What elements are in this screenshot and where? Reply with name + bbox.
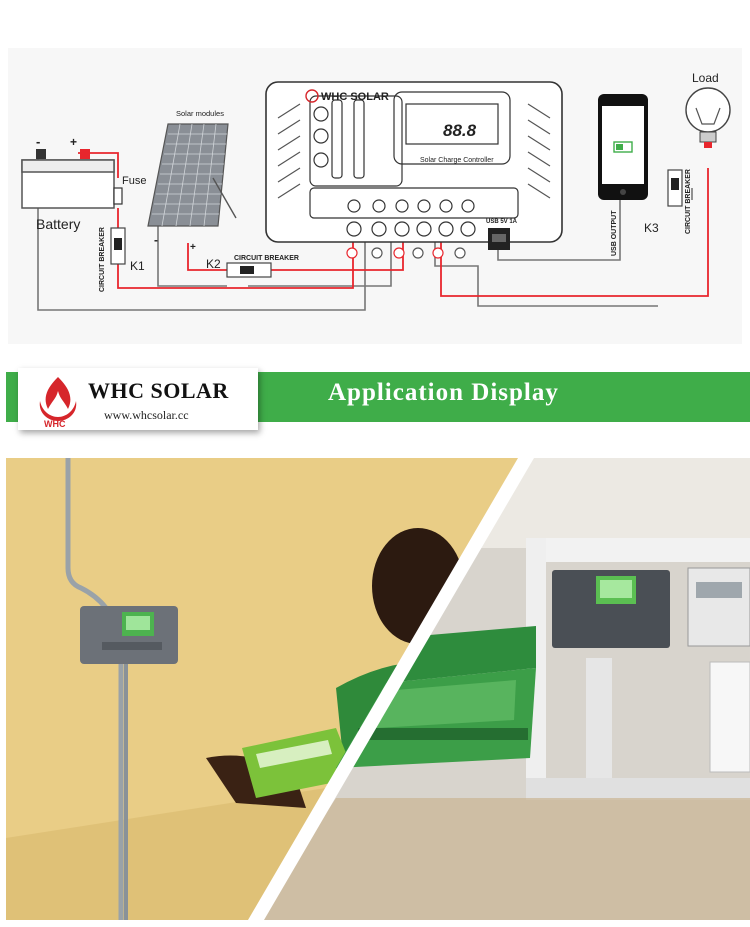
solar-minus-label: - — [154, 233, 158, 247]
usb-output-label: USB OUTPUT — [611, 210, 618, 256]
application-photo-collage — [6, 458, 750, 920]
usb-port-label: USB 5V 1A — [486, 219, 518, 225]
breaker-k1-icon — [110, 227, 126, 265]
controller-caption: Solar Charge Controller — [420, 157, 494, 164]
solar-panel-icon — [147, 123, 237, 227]
charge-controller-icon — [265, 81, 563, 243]
battery-icon — [21, 149, 115, 209]
logo-card: WHC WHC SOLAR www.whcsolar.cc — [18, 368, 258, 430]
k3-label: K3 — [644, 221, 659, 235]
battery-label: Battery — [36, 216, 80, 232]
breaker-box-icon — [709, 661, 750, 773]
breaker-k3-icon — [667, 169, 683, 207]
fuse-icon — [113, 187, 123, 205]
application-photos — [6, 458, 750, 920]
usb-port-icon — [488, 228, 510, 250]
battery-minus-label: - — [36, 134, 40, 149]
solar-modules-label: Solar modules — [176, 109, 224, 118]
photo-divider — [248, 458, 534, 920]
application-banner: WHC WHC SOLAR www.whcsolar.cc Applicatio… — [0, 368, 750, 430]
phone-icon — [598, 94, 648, 200]
breaker-k2-label: CIRCUIT BREAKER — [234, 255, 299, 262]
fuse-label: Fuse — [122, 175, 146, 187]
cabinet-controller-icon — [552, 570, 670, 648]
polarity-markers — [346, 247, 466, 259]
whc-flame-logo-icon: WHC — [39, 377, 77, 427]
controller-brand-label: WHC SOLAR — [321, 91, 389, 103]
handheld-inverter-icon — [242, 728, 356, 798]
wiring-diagram-svg: - + Battery Fuse CIRCUIT BREAKER K1 — [21, 71, 731, 311]
breaker-k1-label: CIRCUIT BREAKER — [99, 227, 106, 292]
controller-logo-icon — [305, 89, 319, 103]
electric-meter-icon — [687, 567, 750, 647]
load-label: Load — [692, 71, 719, 85]
solar-plus-label: + — [190, 242, 196, 253]
battery-plus-label: + — [70, 135, 77, 149]
k2-label: K2 — [206, 257, 221, 271]
wiring-diagram: - + Battery Fuse CIRCUIT BREAKER K1 — [8, 48, 742, 344]
logo-website: www.whcsolar.cc — [104, 408, 189, 422]
lcd-digits: 88.8 — [443, 121, 477, 140]
logo-brand-name: WHC SOLAR — [88, 378, 229, 403]
svg-text:WHC: WHC — [44, 419, 66, 427]
banner-title: Application Display — [328, 379, 559, 406]
breaker-k2-icon — [226, 262, 272, 278]
light-bulb-icon — [685, 87, 731, 148]
breaker-k3-label: CIRCUIT BREAKER — [685, 169, 692, 234]
wall-mounted-controller-icon — [80, 606, 178, 664]
k1-label: K1 — [130, 259, 145, 273]
